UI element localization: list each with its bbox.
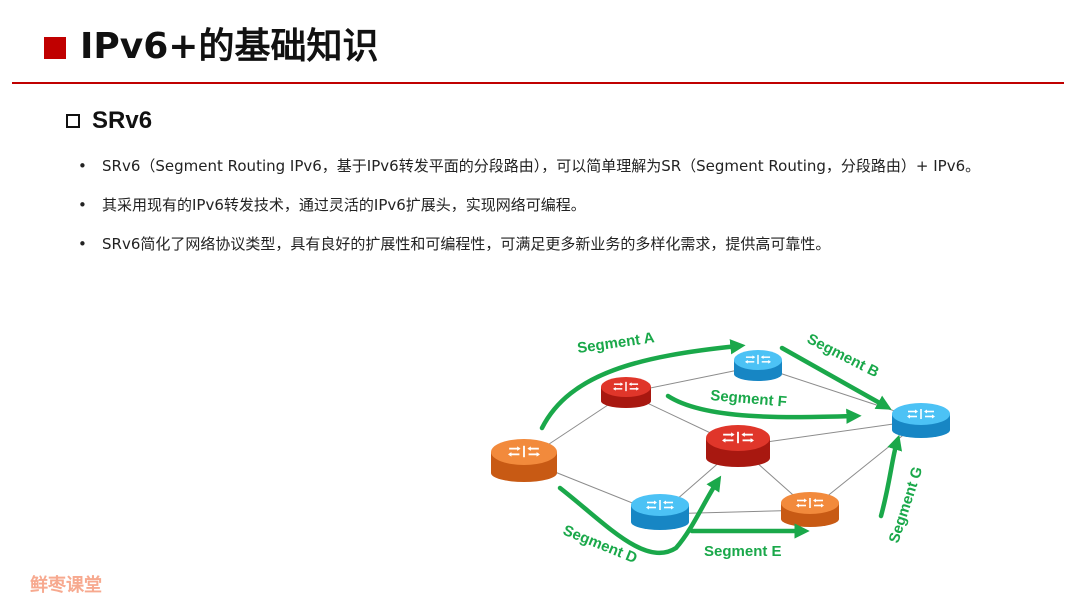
segment-d-arrow bbox=[557, 475, 722, 556]
segment-a-label: Segment A bbox=[576, 329, 656, 357]
segment-g-arrow bbox=[878, 434, 903, 519]
section-title: SRv6 bbox=[92, 107, 153, 134]
segment-d-label: Segment D bbox=[561, 522, 640, 567]
title-divider bbox=[12, 82, 1064, 84]
segment-arrows bbox=[539, 339, 903, 556]
segment-a-arrow bbox=[539, 339, 746, 431]
section-bullet-square bbox=[66, 114, 80, 128]
segment-b-arrow bbox=[779, 345, 892, 410]
bullet-list: SRv6（Segment Routing IPv6，基于IPv6转发平面的分段路… bbox=[78, 156, 1068, 273]
router-orange-right bbox=[781, 492, 839, 527]
bullet-item-2: 其采用现有的IPv6转发技术，通过灵活的IPv6扩展头，实现网络可编程。 bbox=[78, 195, 1068, 215]
router-red-center bbox=[706, 425, 770, 467]
router-orange-left bbox=[491, 439, 557, 482]
router-red-top bbox=[601, 377, 651, 408]
router-blue-right bbox=[892, 403, 950, 438]
watermark-logo: 鲜枣课堂 bbox=[30, 575, 102, 596]
title-marker bbox=[44, 37, 66, 59]
bullet-item-3: SRv6简化了网络协议类型，具有良好的扩展性和可编程性，可满足更多新业务的多样化… bbox=[78, 234, 1068, 254]
segment-b-label: Segment B bbox=[804, 330, 882, 381]
segment-f-arrow bbox=[665, 393, 862, 424]
segment-e-label: Segment E bbox=[704, 543, 782, 560]
router-blue-top bbox=[734, 350, 782, 381]
segment-f-label: Segment F bbox=[710, 387, 788, 411]
router-blue-bottom bbox=[631, 494, 689, 530]
bullet-item-1: SRv6（Segment Routing IPv6，基于IPv6转发平面的分段路… bbox=[78, 156, 1068, 176]
page-title: IPv6+的基础知识 bbox=[80, 26, 379, 67]
srv6-network-diagram: Segment A Segment B Segment F Segment D … bbox=[491, 329, 950, 567]
